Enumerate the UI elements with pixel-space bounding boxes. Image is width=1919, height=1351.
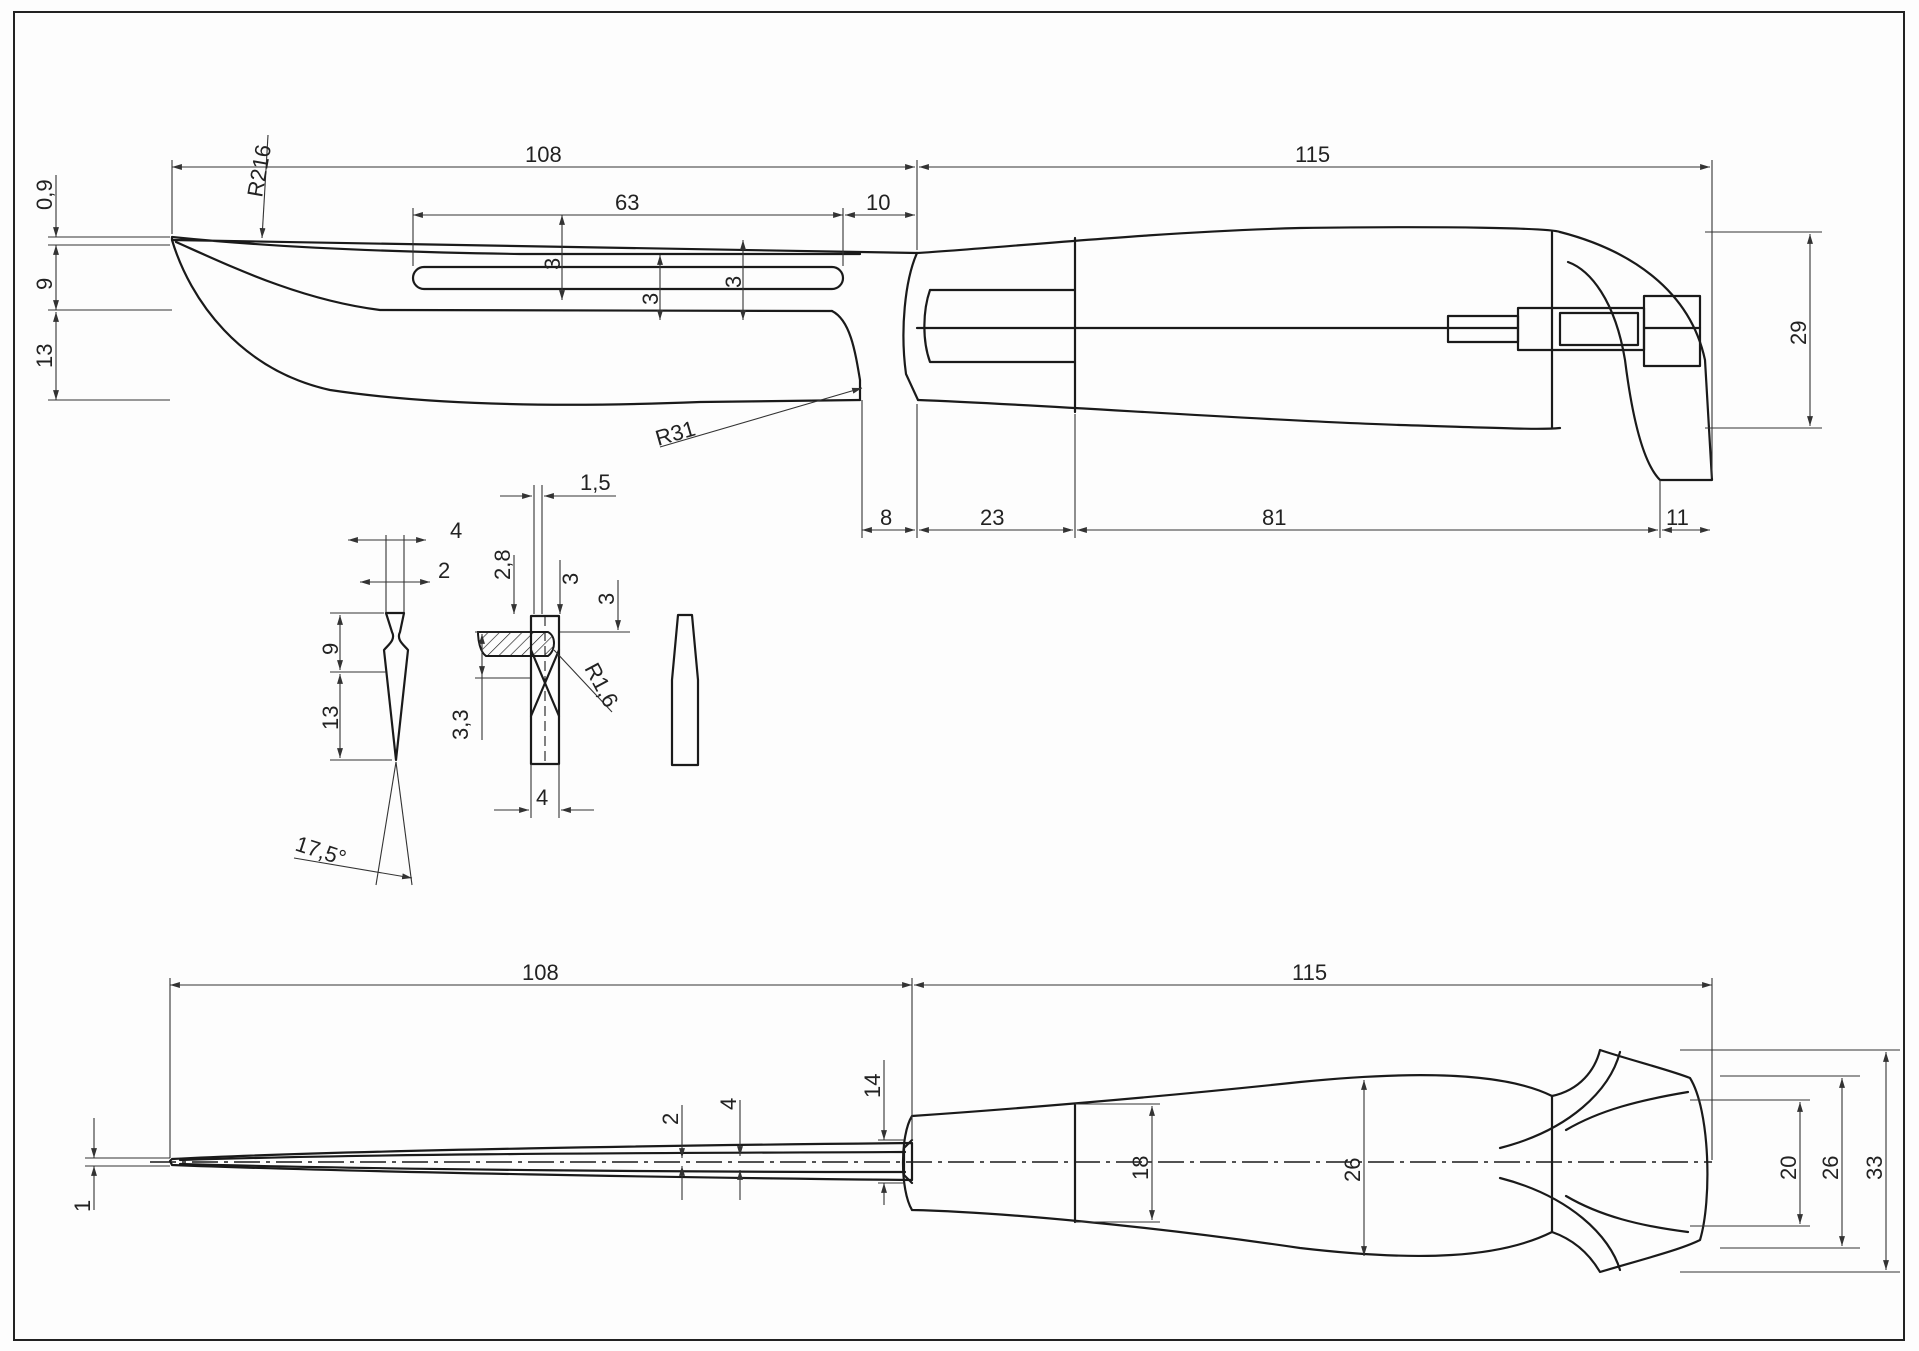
dim-slot-height: 3 [540,258,565,270]
dim-edge-height: 13 [32,344,57,368]
dim-edge-angle: 17,5° [292,831,349,871]
dim-slot-length: 63 [615,190,639,215]
blade-outline [170,235,919,406]
dim-blade-length: 108 [525,142,562,167]
top-pommel-flute-2 [1498,1176,1690,1272]
dim-pommel: 11 [1666,505,1689,530]
top-pommel-flute-1 [1498,1050,1690,1150]
dim-section-width-total: 4 [450,518,462,543]
fuller-slot [411,265,845,291]
sheet-frame [13,11,1905,1341]
top-pommel-outline [1550,1048,1709,1274]
nut-inner [1558,311,1640,347]
dim-tip-radius: R216 [242,143,276,199]
blade-cross-section: 4 2 9 13 17,5° [292,518,462,886]
handle-outline [915,226,1562,430]
dim-thickness-mid: 2 [658,1113,683,1125]
dim-slot-offset-a: 3 [638,293,663,305]
dim-section-width: 4 [536,785,548,810]
top-blade-bevel [178,1150,907,1174]
dim-depth-b: 3 [558,573,583,585]
dim-top-blade-length: 108 [522,960,559,985]
bolster-inner [923,288,1077,364]
tang-profile [670,613,700,767]
nut-body [1516,306,1646,352]
dim-section-height: 3,3 [448,709,473,740]
dim-section-height-upper: 9 [318,643,343,655]
pommel-cap [1642,294,1702,368]
dim-thickness-base: 4 [716,1098,741,1110]
side-view: 108 115 63 10 0,9 9 13 R216 [32,134,1822,538]
dim-depth-a: 2,8 [490,549,515,580]
ricasso-curve [830,309,862,402]
dim-spine-height: 9 [32,278,57,290]
top-guard-cap [902,1138,914,1185]
dim-depth-c: 3 [594,593,619,605]
dim-bolster-width: 18 [1128,1156,1153,1180]
dim-tip-offset: 0,9 [32,179,57,210]
dim-slot-width: 1,5 [580,470,611,495]
dim-top-handle-length: 115 [1292,960,1327,985]
dim-tip-thickness: 1 [70,1200,95,1212]
dim-slot-end: 10 [866,190,890,215]
top-dimensions: 108 115 1 2 4 14 18 26 [70,960,1900,1273]
dim-heel-radius: R31 [652,416,698,451]
dim-section-width-inner: 2 [438,558,450,583]
side-dimensions: 108 115 63 10 0,9 9 13 R216 [32,134,1822,538]
dim-grip: 81 [1262,505,1286,530]
dim-section-height-lower: 13 [318,706,343,730]
dim-handle-height: 29 [1786,321,1811,345]
section-b-hatched [476,631,555,657]
pommel-outline [1558,230,1714,482]
section-a-outline [382,611,410,762]
dim-guard-width: 14 [860,1074,885,1098]
blade-edge-line [174,240,834,313]
dim-handle-length: 115 [1295,142,1330,167]
dim-pommel-outer: 33 [1862,1156,1887,1180]
dim-grip-width: 26 [1340,1158,1365,1182]
top-handle-outline [901,1074,1554,1258]
section-b-diag-2 [529,648,561,718]
dim-ricasso: 8 [880,505,892,530]
top-view: 108 115 1 2 4 14 18 26 [70,960,1900,1274]
dim-bolster: 23 [980,505,1004,530]
dim-pommel-mid: 26 [1818,1156,1843,1180]
bolster-outline [902,251,920,402]
dim-slot-offset-b: 3 [721,276,746,288]
dim-pommel-inner: 20 [1776,1156,1801,1180]
guard-cross-section: 1,5 2,8 3 3 R1,6 3,3 4 [448,470,630,818]
